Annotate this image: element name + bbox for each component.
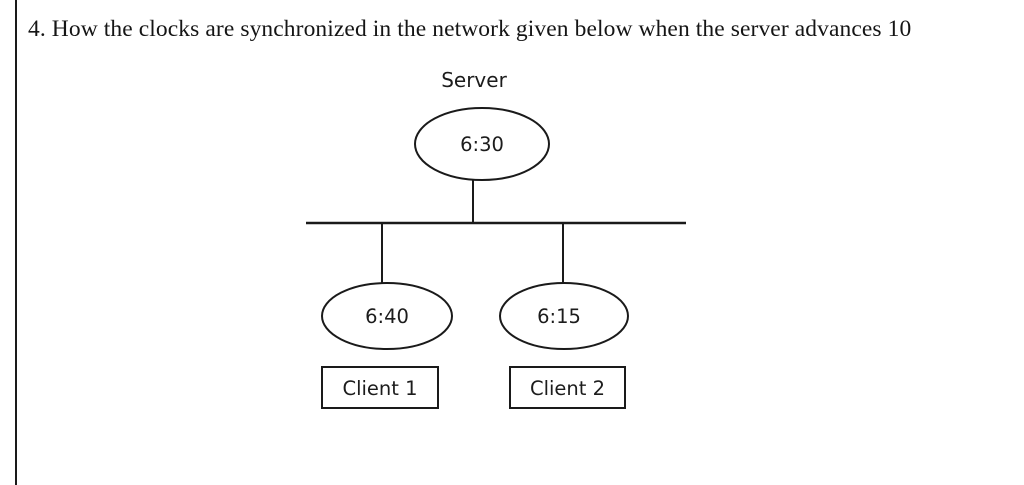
client1-label-box: [321, 366, 439, 409]
client2-node-ellipse: [499, 282, 629, 350]
question-text: 4. How the clocks are synchronized in th…: [28, 16, 912, 42]
client1-name-label: Client 1: [342, 377, 418, 400]
client2-clock-value: 6:15: [537, 305, 581, 328]
page-margin-rule: [15, 0, 17, 485]
server-node-ellipse: [414, 107, 550, 181]
client1-node-ellipse: [321, 282, 453, 350]
client2-label-box: [509, 366, 626, 409]
server-clock-value: 6:30: [460, 133, 504, 156]
client1-clock-value: 6:40: [365, 305, 409, 328]
server-caption-label: Server: [441, 68, 507, 90]
client2-name-label: Client 2: [529, 377, 606, 400]
